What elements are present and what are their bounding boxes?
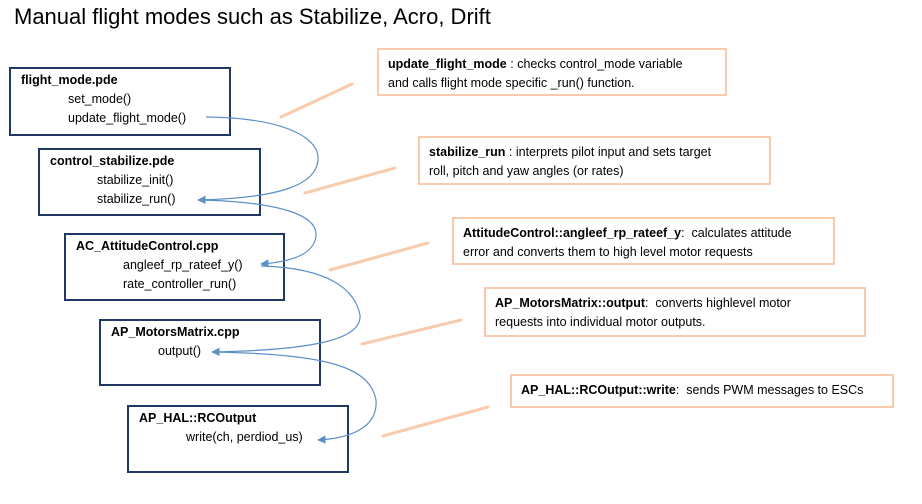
box-title: control_stabilize.pde: [50, 154, 175, 168]
note-text: and calls flight mode specific _run() fu…: [388, 76, 635, 90]
function-update-flight-mode: update_flight_mode(): [68, 111, 187, 125]
note-text: error and converts them to high level mo…: [463, 245, 753, 259]
note-term: stabilize_run: [429, 145, 506, 159]
note-sep: :: [505, 145, 516, 159]
connector-line: [360, 318, 463, 346]
box-title: flight_mode.pde: [21, 73, 118, 87]
note-sep: :: [645, 296, 656, 310]
note-sep: :: [675, 383, 687, 397]
function-angleef-rp-rateef-y: angleef_rp_rateef_y(): [123, 258, 243, 272]
function-write: write(ch, perdiod_us): [186, 430, 303, 444]
note-text: calculates attitude: [691, 226, 792, 240]
note-attitude-control: AttitudeControl::angleef_rp_rateef_y: ca…: [452, 217, 835, 265]
note-term: AttitudeControl::angleef_rp_rateef_y: [463, 226, 682, 240]
note-sep: :: [506, 57, 518, 71]
note-term: AP_MotorsMatrix::output: [495, 296, 645, 310]
motors-matrix-box: AP_MotorsMatrix.cpp output(): [99, 319, 321, 386]
call-arrow: [211, 265, 361, 357]
connector-line: [279, 82, 354, 119]
function-set-mode: set_mode(): [68, 92, 132, 106]
note-rcoutput-write: AP_HAL::RCOutput::write: sends PWM messa…: [510, 374, 894, 408]
note-text: requests into individual motor outputs.: [495, 315, 706, 329]
note-text: converts highlevel motor: [655, 296, 791, 310]
attitude-control-box: AC_AttitudeControl.cpp angleef_rp_rateef…: [64, 233, 285, 301]
function-stabilize-run: stabilize_run(): [97, 192, 176, 206]
note-stabilize-run: stabilize_run : interprets pilot input a…: [418, 136, 771, 185]
control-stabilize-box: control_stabilize.pde stabilize_init() s…: [38, 148, 261, 216]
function-rate-controller-run: rate_controller_run(): [123, 277, 237, 291]
note-text: roll, pitch and yaw angles (or rates): [429, 164, 624, 178]
call-arrow: [199, 199, 317, 268]
note-term: update_flight_mode: [388, 57, 507, 71]
box-title: AP_HAL::RCOutput: [139, 411, 257, 425]
note-term: AP_HAL::RCOutput::write: [521, 383, 676, 397]
call-arrow: [197, 116, 319, 205]
connector-line: [303, 166, 397, 195]
page-title: Manual flight modes such as Stabilize, A…: [14, 4, 491, 29]
note-motors-output: AP_MotorsMatrix::output: converts highle…: [484, 287, 866, 337]
note-text: interprets pilot input and sets target: [515, 145, 712, 159]
function-output: output(): [158, 344, 202, 358]
call-arrow: [213, 351, 377, 444]
note-text: checks control_mode variable: [517, 57, 683, 71]
box-title: AP_MotorsMatrix.cpp: [111, 325, 240, 339]
flight-mode-box: flight_mode.pde set_mode() update_flight…: [9, 67, 231, 136]
connector-line: [328, 241, 430, 272]
box-title: AC_AttitudeControl.cpp: [76, 239, 219, 253]
note-update-flight-mode: update_flight_mode : checks control_mode…: [377, 48, 727, 96]
connector-line: [381, 405, 490, 438]
function-stabilize-init: stabilize_init(): [97, 173, 174, 187]
note-sep: :: [681, 226, 692, 240]
note-text: sends PWM messages to ESCs: [686, 383, 864, 397]
rc-output-box: AP_HAL::RCOutput write(ch, perdiod_us): [127, 405, 349, 473]
